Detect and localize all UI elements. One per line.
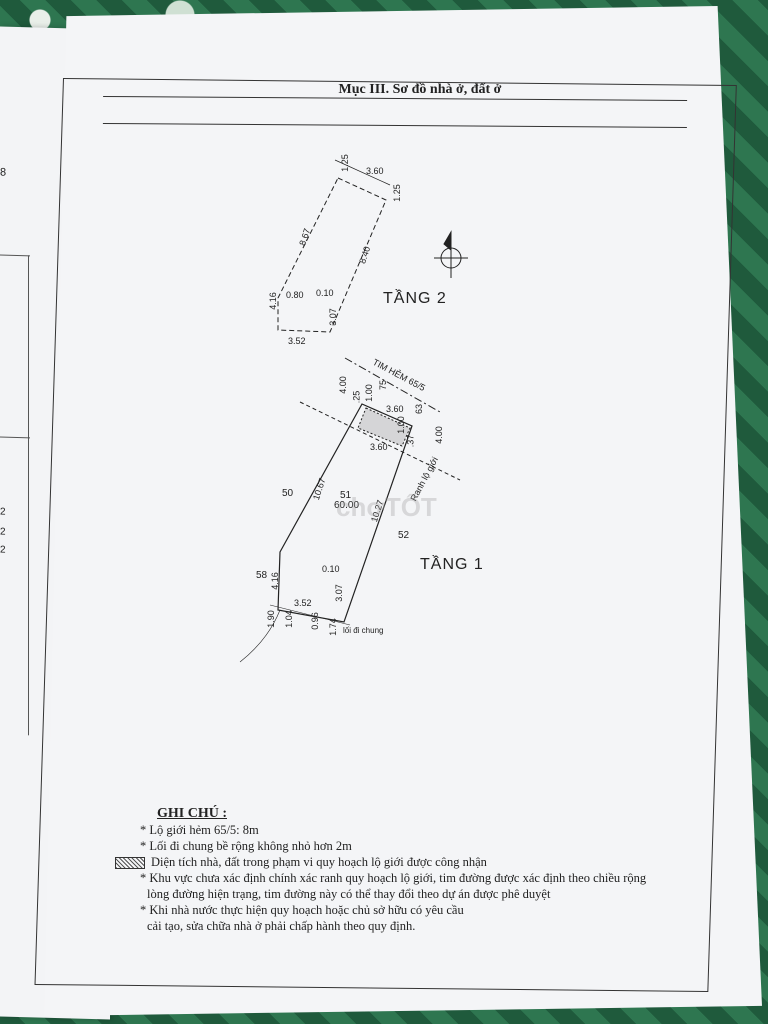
neighbor-lot: 58 xyxy=(256,570,268,581)
dimension-label: 1.00 xyxy=(395,416,406,434)
dimension-label: 1.74 xyxy=(327,618,338,636)
floor1-label: TẦNG 1 xyxy=(420,556,484,573)
lot-number: 51 xyxy=(340,490,352,501)
document-page xyxy=(44,6,762,1016)
dimension-label: 3.60 xyxy=(370,442,388,452)
floor2-label: TẦNG 2 xyxy=(383,290,447,307)
notes-title: GHI CHÚ : xyxy=(157,806,227,821)
neighbor-lot: 52 xyxy=(398,530,410,541)
road-centerline xyxy=(344,357,441,413)
dimension-label: 0.80 xyxy=(286,290,304,300)
note-line: cải tạo, sửa chữa nhà ở phải chấp hành t… xyxy=(147,919,416,933)
dimension-label: 1.00 xyxy=(363,384,374,402)
dimension-label: 3.07 xyxy=(333,584,344,602)
dimension-label: 0.10 xyxy=(322,564,340,574)
dimension-label: 63 xyxy=(414,403,425,415)
note-line: * Lộ giới hẻm 65/5: 8m xyxy=(140,823,259,837)
dimension-label: 1.90 xyxy=(265,610,276,628)
dimension-label: 0.96 xyxy=(309,612,320,630)
notes-section: GHI CHÚ : * Lộ giới hẻm 65/5: 8m * Lối đ… xyxy=(115,806,715,934)
section-title: Mục III. Sơ đồ nhà ở, đất ở xyxy=(338,82,502,97)
dimension-label: 0.10 xyxy=(316,288,334,298)
dimension-label: 4.00 xyxy=(433,426,444,444)
note-line: * Lối đi chung bề rộng không nhỏ hơn 2m xyxy=(140,839,352,853)
floor1-lot-outline xyxy=(277,403,413,623)
dimension-label: 4.16 xyxy=(267,292,278,310)
hatch-legend-icon xyxy=(115,857,145,870)
dimension-label: 3.60 xyxy=(366,166,384,176)
floor2-outline xyxy=(277,177,387,333)
dimension-label: 3.60 xyxy=(386,404,404,414)
setback-line xyxy=(299,401,461,481)
note-line: * Khu vực chưa xác định chính xác ranh q… xyxy=(140,871,647,885)
watermark-logo: chợTỐT xyxy=(336,492,437,522)
dimension-label: 1.04 xyxy=(283,610,294,628)
setback-hatch xyxy=(357,407,411,447)
dimension-label: .37 xyxy=(405,434,416,448)
note-line: * Khi nhà nước thực hiện quy hoạch hoặc … xyxy=(140,903,464,917)
dimension-label: 4.00 xyxy=(337,376,348,394)
dimension-label: 3.52 xyxy=(294,598,312,608)
dimension-label: .25 xyxy=(351,390,362,404)
note-line: lòng đường hiện trạng, tim đường này có … xyxy=(147,887,551,901)
dimension-label: 75 xyxy=(378,379,389,391)
dimension-label: 4.16 xyxy=(269,572,280,590)
dimension-label: 3.52 xyxy=(288,336,306,346)
lot-area: 60.00 xyxy=(334,500,360,511)
dimension-label: 3.07 xyxy=(327,308,338,326)
dimension-label: 1.25 xyxy=(391,184,402,202)
neighbor-lot: 50 xyxy=(282,488,294,499)
legend-row: Diện tích nhà, đất trong phạm vi quy hoạ… xyxy=(115,854,715,870)
note-line: Diện tích nhà, đất trong phạm vi quy hoạ… xyxy=(151,855,487,869)
dimension-label: 1.25 xyxy=(339,154,350,172)
common-path-label: lối đi chung xyxy=(343,626,384,635)
